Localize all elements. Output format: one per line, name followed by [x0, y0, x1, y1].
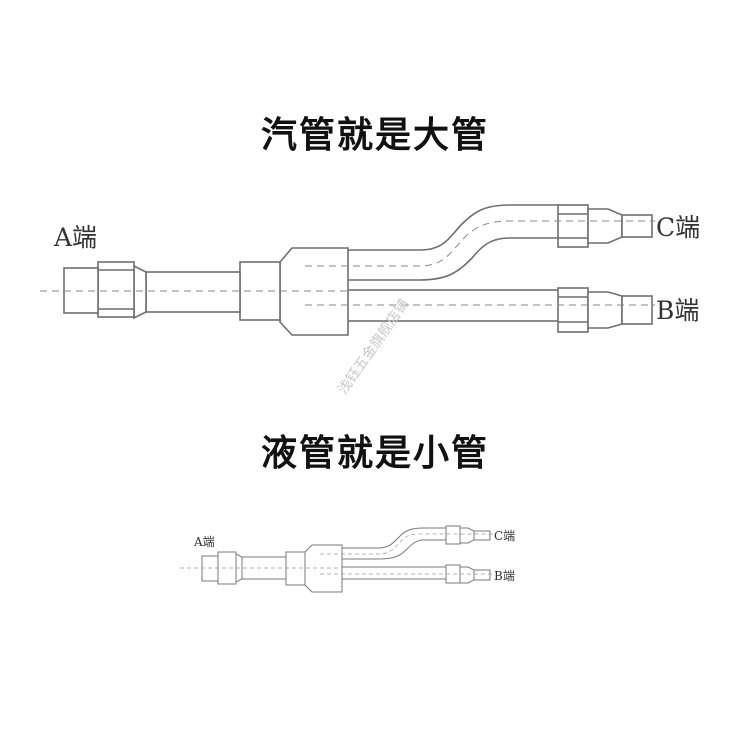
large-b-stub [621, 295, 653, 325]
large-a-end-label: A端 [53, 223, 97, 252]
small-c-stub [473, 530, 491, 541]
large-b-reducer [587, 291, 623, 329]
large-b-coupling [557, 287, 589, 333]
large-upper-branch-tube [337, 204, 561, 281]
small-b-reducer [459, 566, 475, 584]
small-a-coupling [217, 551, 237, 585]
small-lower-branch-tube [339, 566, 447, 580]
small-branch-pipe-diagram: A端 C端 B端 [180, 525, 515, 593]
small-body-collar [285, 551, 306, 586]
liquid-pipe-title: 液管就是小管 [260, 433, 489, 474]
large-branch-pipe-diagram: A端 C端 B端 [40, 204, 700, 336]
small-b-stub [473, 569, 491, 581]
large-b-end-label: B端 [656, 296, 699, 325]
small-a-stub [201, 555, 219, 582]
large-splitter-body [279, 247, 349, 336]
large-upper-centerline [305, 220, 655, 267]
large-c-coupling [557, 204, 589, 248]
small-c-reducer [459, 527, 475, 544]
large-a-reducer [133, 264, 147, 320]
small-splitter-body [304, 544, 343, 593]
large-c-stub [621, 214, 653, 238]
small-c-end-label: C端 [494, 529, 515, 543]
large-c-end-label: C端 [656, 213, 700, 242]
gas-pipe-title: 汽管就是大管 [260, 115, 489, 156]
small-upper-centerline [320, 533, 494, 555]
small-c-coupling [445, 525, 461, 545]
large-c-reducer [587, 208, 623, 244]
small-a-end-label: A端 [193, 535, 215, 549]
large-main-tube [145, 271, 241, 313]
small-b-end-label: B端 [494, 569, 515, 583]
